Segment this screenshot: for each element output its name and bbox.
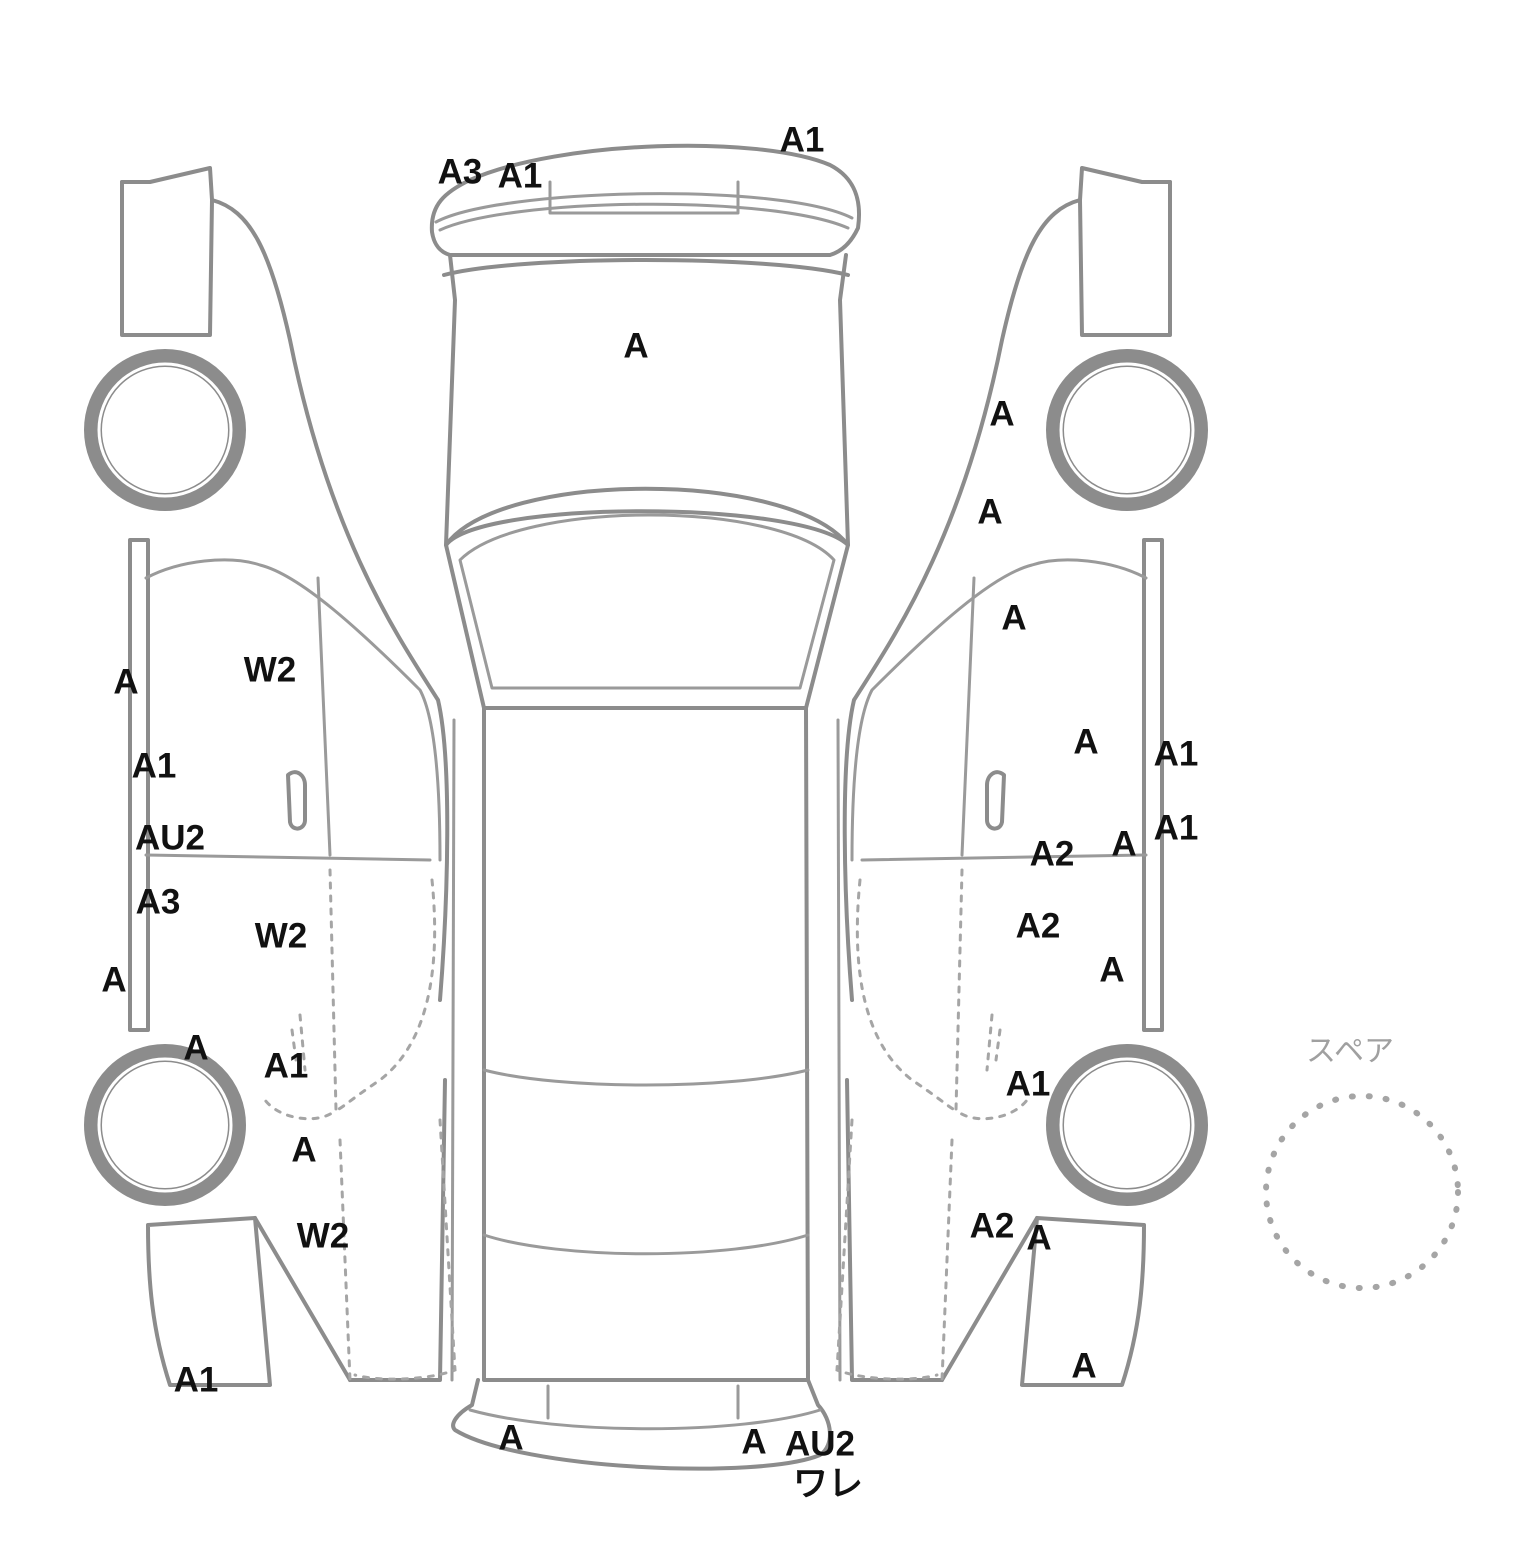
- damage-mark: A1: [131, 746, 177, 786]
- damage-mark: A1: [497, 156, 543, 196]
- damage-mark: A2: [969, 1206, 1015, 1246]
- damage-mark: A: [1026, 1218, 1052, 1258]
- roof-outline: [450, 706, 842, 1382]
- damage-mark: A1: [1005, 1064, 1051, 1104]
- right-side-outline: [835, 166, 1208, 1387]
- damage-mark: W2: [243, 650, 297, 690]
- damage-mark: A3: [135, 882, 181, 922]
- damage-mark: AU2: [134, 818, 206, 858]
- damage-mark: A: [101, 960, 127, 1000]
- damage-mark: A: [977, 492, 1003, 532]
- damage-mark: A: [1001, 598, 1027, 638]
- damage-mark: A1: [779, 120, 825, 160]
- damage-mark: A3: [437, 152, 483, 192]
- damage-mark: A1: [173, 1360, 219, 1400]
- damage-mark: A1: [263, 1046, 309, 1086]
- rear-bumper-outline: [451, 1378, 832, 1471]
- damage-mark: A: [291, 1130, 317, 1170]
- damage-mark: A: [1111, 824, 1137, 864]
- damage-mark: A: [623, 326, 649, 366]
- damage-mark: A2: [1029, 834, 1075, 874]
- damage-mark: A: [989, 394, 1015, 434]
- damage-mark: A: [113, 662, 139, 702]
- front-bumper-outline: [429, 143, 861, 257]
- damage-mark: A: [1071, 1346, 1097, 1386]
- damage-mark: A1: [1153, 734, 1199, 774]
- damage-mark: A: [1099, 950, 1125, 990]
- damage-mark: W2: [254, 916, 308, 956]
- damage-mark: ワレ: [792, 1464, 864, 1504]
- spare-tire-label: スペア: [1306, 1034, 1394, 1069]
- windshield-outline: [444, 486, 850, 710]
- damage-mark: A2: [1015, 906, 1061, 946]
- left-side-outline: [84, 166, 457, 1387]
- spare-tire-outline: [1263, 1093, 1461, 1291]
- damage-mark: A: [498, 1418, 524, 1458]
- hood-outline: [442, 253, 850, 547]
- damage-mark: W2: [296, 1216, 350, 1256]
- damage-mark: A: [183, 1028, 209, 1068]
- damage-mark: A: [741, 1422, 767, 1462]
- damage-mark: A1: [1153, 808, 1199, 848]
- damage-mark: AU2: [784, 1424, 856, 1464]
- damage-mark: A: [1073, 722, 1099, 762]
